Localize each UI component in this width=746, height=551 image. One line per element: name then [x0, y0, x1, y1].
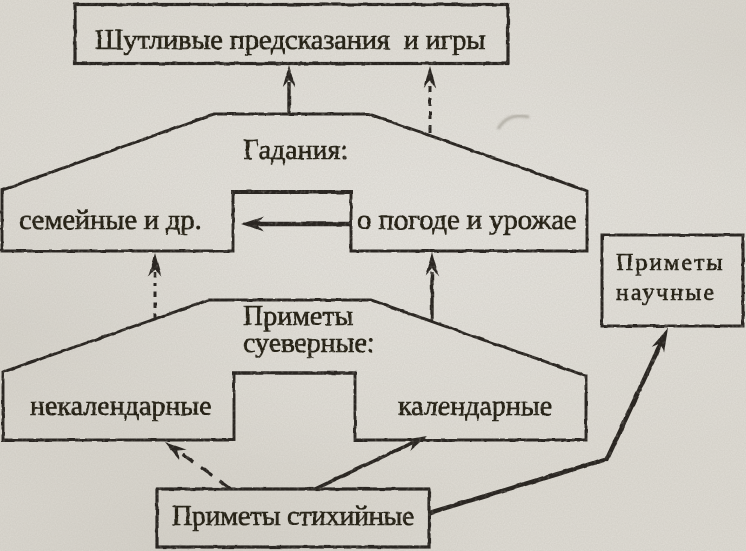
label-suyevernye-title-line1: Приметы [243, 301, 354, 332]
label-gadaniya-left: семейные и др. [19, 205, 202, 236]
stray-pen-mark [497, 114, 530, 130]
node-suyevernye-outline [1, 298, 588, 442]
label-gadaniya-title: Гадания: [243, 135, 348, 166]
label-nauchnye-line2: научные [616, 280, 716, 306]
edge-gadaniya-to-topbox-solid [282, 65, 296, 113]
label-suyevernye-left: некалендарные [30, 391, 212, 422]
node-gadaniya-outline [0, 112, 589, 253]
node-nauchnye-outline [600, 233, 745, 328]
label-stikhiynye: Приметы стихийные [172, 501, 414, 532]
edge-suyevernye-to-pogoda-solid [425, 252, 439, 322]
label-suyevernye-title-line2: суеверные: [243, 328, 375, 359]
label-gadaniya-right: о погоде и урожае [357, 204, 576, 236]
edge-suyevernye-to-semeinye-dashed [148, 253, 162, 319]
label-suyevernye-right: календарные [398, 391, 552, 422]
edge-stikhiynye-to-kalendarnye-solid [314, 430, 430, 491]
edge-gadaniya-to-topbox-dashed [423, 66, 437, 133]
label-top-box: Шутливые предсказания и игры [95, 25, 485, 56]
label-nauchnye-line1: Приметы [616, 250, 725, 276]
edge-pogoda-to-semeinye-thick [241, 216, 352, 232]
edge-stikhiynye-to-nauchnye-bent [428, 325, 675, 516]
edge-stikhiynye-to-nekalendarnye-dashed [161, 436, 232, 491]
node-stikhiynye-outline [155, 487, 431, 549]
node-top-box-outline [73, 2, 510, 66]
